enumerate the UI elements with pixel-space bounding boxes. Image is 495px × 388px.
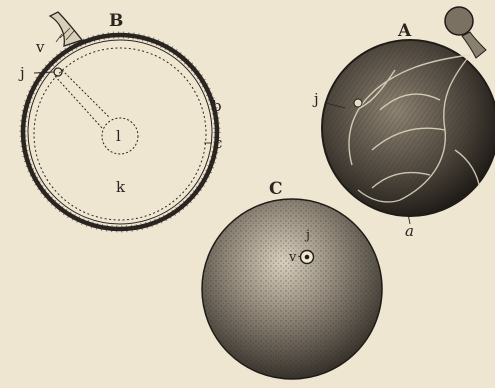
figure-b-label-c: c [214, 134, 222, 152]
figure-c-label-v: v [288, 250, 297, 265]
figure-c: C j v [202, 179, 382, 379]
figure-b-title: B [109, 11, 123, 31]
figure-b-canal [55, 70, 110, 128]
figure-b-label-l: l [116, 127, 121, 145]
figure-b-label-k: k [116, 178, 126, 196]
figure-b-stalk [50, 12, 82, 46]
figure-a-nodule [445, 7, 473, 35]
figure-a-label-a: a [405, 222, 414, 240]
figure-a-title: A [397, 21, 412, 41]
figure-a-label-j: j [312, 90, 319, 108]
figure-b-label-j: j [18, 64, 25, 82]
figure-b: B v j b c l k [18, 11, 222, 229]
figure-b-label-b: b [212, 97, 222, 115]
figure-c-title: C [269, 179, 283, 199]
figure-a: A j a [312, 7, 495, 240]
figure-b-label-v: v [35, 38, 45, 56]
figure-c-germinal-vesicle [305, 255, 310, 260]
figure-a-small-vesicle [354, 99, 362, 107]
